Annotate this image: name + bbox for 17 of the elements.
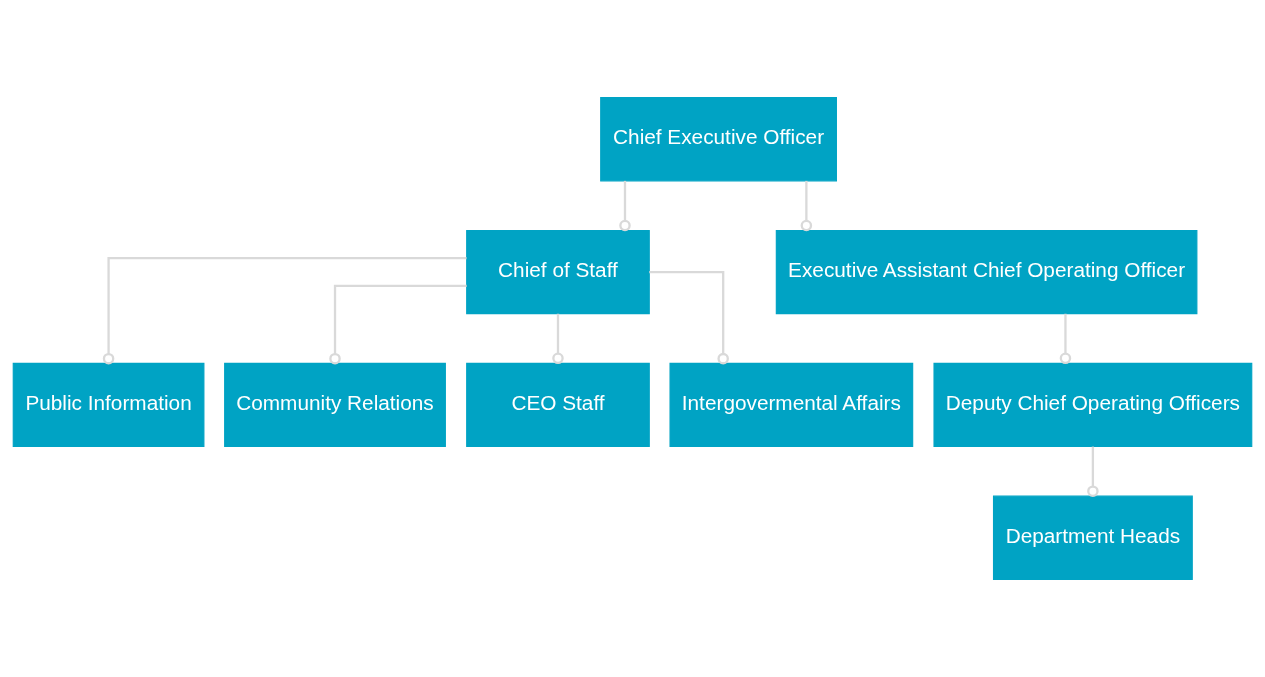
- connector: [1087, 446, 1099, 497]
- node-box: CEO Staff: [466, 362, 650, 448]
- connector: [800, 180, 813, 232]
- node-box: Intergovermental Affairs: [669, 362, 914, 448]
- connector: [1059, 313, 1072, 365]
- node-box: Chief of Staff: [466, 229, 650, 315]
- node-box: Deputy Chief Operating Officers: [933, 362, 1253, 448]
- connector: [102, 257, 467, 365]
- node-box: Public Information: [12, 362, 205, 448]
- connector: [552, 313, 564, 365]
- node-box: Community Relations: [224, 362, 446, 448]
- connector: [649, 270, 729, 365]
- connector: [619, 180, 631, 232]
- node-box: Executive Assistant Chief Operating Officer: [775, 229, 1198, 315]
- node-box: Department Heads: [992, 495, 1193, 580]
- node-box: Chief Executive Officer: [600, 97, 837, 182]
- connector: [329, 284, 467, 365]
